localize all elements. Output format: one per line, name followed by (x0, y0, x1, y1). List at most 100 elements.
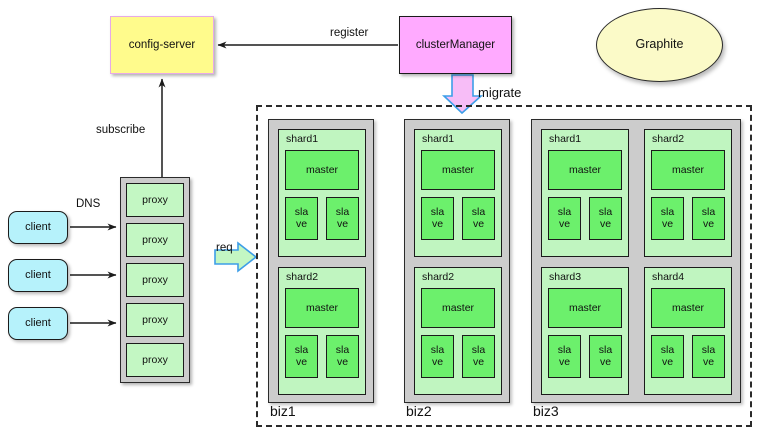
slave-label-line1: sla (557, 343, 572, 356)
slave-label-line2: ve (599, 356, 612, 369)
slave-node[interactable]: sla ve (421, 196, 454, 240)
biz-group-biz1: shard1 master sla ve sla ve shard2 maste… (268, 119, 374, 403)
slave-node[interactable]: sla ve (692, 196, 725, 240)
slave-node[interactable]: sla ve (326, 196, 359, 240)
shard-title: shard2 (422, 271, 455, 283)
shard-box[interactable]: shard2 master sla ve sla ve (644, 129, 732, 257)
config-server-node[interactable]: config-server (110, 16, 214, 74)
slave-node[interactable]: sla ve (285, 334, 318, 378)
slave-node[interactable]: sla ve (421, 334, 454, 378)
slave-node[interactable]: sla ve (651, 196, 684, 240)
slave-row: sla ve sla ve (548, 196, 622, 240)
master-node[interactable]: master (285, 149, 359, 190)
biz-group-label-biz2: biz2 (406, 403, 432, 419)
shard-box[interactable]: shard1 master sla ve sla ve (541, 129, 629, 257)
slave-label-line2: ve (295, 218, 308, 231)
edge-label-subscribe: subscribe (96, 124, 146, 136)
config-server-label: config-server (128, 38, 196, 51)
slave-node[interactable]: sla ve (548, 196, 581, 240)
client-node-2[interactable]: client (8, 259, 68, 292)
shard-title: shard2 (652, 133, 685, 145)
graphite-label: Graphite (635, 37, 684, 52)
proxy-cluster: proxy proxy proxy proxy proxy (120, 177, 190, 383)
slave-node[interactable]: sla ve (285, 196, 318, 240)
proxy-node-3[interactable]: proxy (126, 263, 184, 297)
slave-node[interactable]: sla ve (589, 196, 622, 240)
shard-box[interactable]: shard1 master sla ve sla ve (278, 129, 366, 257)
proxy-label: proxy (142, 194, 168, 206)
shard-box[interactable]: shard2 master sla ve sla ve (278, 267, 366, 395)
slave-row: sla ve sla ve (651, 334, 725, 378)
client-label: client (25, 316, 51, 329)
slave-label-line1: sla (430, 205, 445, 218)
slave-label-line1: sla (471, 205, 486, 218)
proxy-node-2[interactable]: proxy (126, 223, 184, 257)
master-node[interactable]: master (421, 149, 495, 190)
proxy-label: proxy (142, 354, 168, 366)
shard-box[interactable]: shard2 master sla ve sla ve (414, 267, 502, 395)
master-node[interactable]: master (548, 149, 622, 190)
client-node-3[interactable]: client (8, 307, 68, 340)
slave-label-line2: ve (431, 356, 444, 369)
master-label: master (568, 301, 602, 314)
edge-label-register: register (330, 27, 369, 39)
slave-row: sla ve sla ve (421, 334, 495, 378)
slave-label-line1: sla (294, 343, 309, 356)
proxy-node-4[interactable]: proxy (126, 303, 184, 337)
master-node[interactable]: master (285, 287, 359, 328)
biz-group-label-biz3: biz3 (533, 403, 559, 419)
edge-label-req: req (216, 242, 233, 254)
slave-label-line2: ve (661, 356, 674, 369)
slave-label-line2: ve (558, 356, 571, 369)
slave-label-line1: sla (701, 205, 716, 218)
slave-node[interactable]: sla ve (462, 196, 495, 240)
slave-label-line1: sla (294, 205, 309, 218)
biz-group-biz2: shard1 master sla ve sla ve shard2 maste… (404, 119, 510, 403)
master-label: master (305, 301, 339, 314)
master-label: master (568, 163, 602, 176)
slave-node[interactable]: sla ve (548, 334, 581, 378)
graphite-node[interactable]: Graphite (596, 8, 723, 82)
client-node-1[interactable]: client (8, 211, 68, 244)
master-node[interactable]: master (651, 149, 725, 190)
slave-row: sla ve sla ve (421, 196, 495, 240)
proxy-label: proxy (142, 234, 168, 246)
biz-group-biz3: shard1 master sla ve sla ve shard2 maste… (531, 119, 741, 403)
slave-node[interactable]: sla ve (589, 334, 622, 378)
shard-title: shard1 (549, 133, 582, 145)
cluster-manager-node[interactable]: clusterManager (399, 16, 512, 74)
shard-title: shard4 (652, 271, 685, 283)
slave-node[interactable]: sla ve (692, 334, 725, 378)
proxy-node-5[interactable]: proxy (126, 343, 184, 377)
client-label: client (25, 220, 51, 233)
shard-title: shard1 (286, 133, 319, 145)
edge-label-dns: DNS (76, 198, 101, 210)
shard-title: shard2 (286, 271, 319, 283)
slave-label-line1: sla (701, 343, 716, 356)
master-node[interactable]: master (421, 287, 495, 328)
slave-label-line2: ve (472, 218, 485, 231)
client-label: client (25, 268, 51, 281)
slave-label-line1: sla (660, 205, 675, 218)
slave-label-line2: ve (336, 356, 349, 369)
biz-group-label-biz1: biz1 (270, 403, 296, 419)
shard-box[interactable]: shard1 master sla ve sla ve (414, 129, 502, 257)
cluster-manager-label: clusterManager (415, 38, 496, 51)
shard-box[interactable]: shard4 master sla ve sla ve (644, 267, 732, 395)
slave-label-line2: ve (295, 356, 308, 369)
proxy-node-1[interactable]: proxy (126, 183, 184, 217)
master-node[interactable]: master (548, 287, 622, 328)
master-label: master (441, 301, 475, 314)
proxy-label: proxy (142, 274, 168, 286)
slave-label-line1: sla (660, 343, 675, 356)
slave-node[interactable]: sla ve (462, 334, 495, 378)
slave-row: sla ve sla ve (548, 334, 622, 378)
slave-node[interactable]: sla ve (651, 334, 684, 378)
master-label: master (305, 163, 339, 176)
shard-box[interactable]: shard3 master sla ve sla ve (541, 267, 629, 395)
slave-label-line2: ve (336, 218, 349, 231)
slave-label-line1: sla (430, 343, 445, 356)
slave-node[interactable]: sla ve (326, 334, 359, 378)
master-label: master (671, 301, 705, 314)
master-node[interactable]: master (651, 287, 725, 328)
